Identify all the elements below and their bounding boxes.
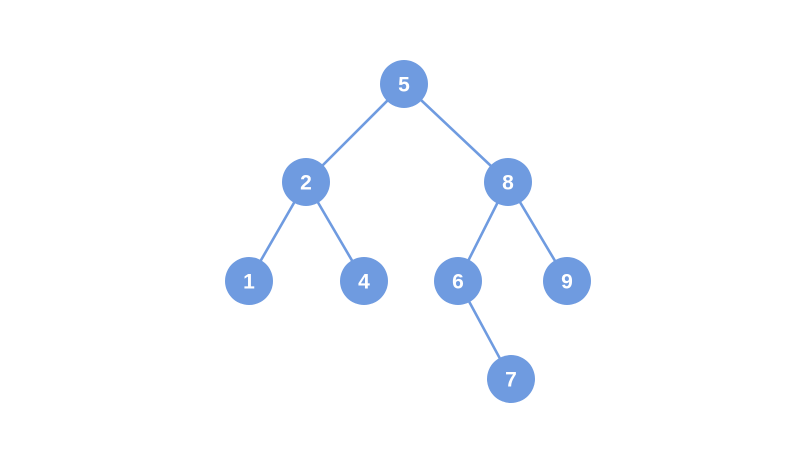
tree-node-7[interactable]: 7 (487, 355, 535, 403)
tree-node-8[interactable]: 8 (484, 158, 532, 206)
node-label-8: 8 (502, 172, 514, 195)
node-circle-5[interactable] (380, 60, 428, 108)
edges-layer (247, 82, 569, 381)
node-circle-4[interactable] (340, 257, 388, 305)
node-circle-8[interactable] (484, 158, 532, 206)
tree-node-9[interactable]: 9 (543, 257, 591, 305)
node-label-5: 5 (398, 74, 410, 97)
tree-node-1[interactable]: 1 (225, 257, 273, 305)
tree-node-4[interactable]: 4 (340, 257, 388, 305)
node-label-7: 7 (505, 369, 517, 392)
tree-node-2[interactable]: 2 (282, 158, 330, 206)
node-label-6: 6 (452, 271, 464, 294)
node-label-4: 4 (358, 271, 370, 294)
node-circle-6[interactable] (434, 257, 482, 305)
node-label-9: 9 (561, 271, 573, 294)
node-circle-9[interactable] (543, 257, 591, 305)
tree-node-6[interactable]: 6 (434, 257, 482, 305)
node-label-1: 1 (243, 271, 255, 294)
node-circle-2[interactable] (282, 158, 330, 206)
node-circle-7[interactable] (487, 355, 535, 403)
node-circle-1[interactable] (225, 257, 273, 305)
tree-node-5[interactable]: 5 (380, 60, 428, 108)
node-label-2: 2 (300, 172, 312, 195)
